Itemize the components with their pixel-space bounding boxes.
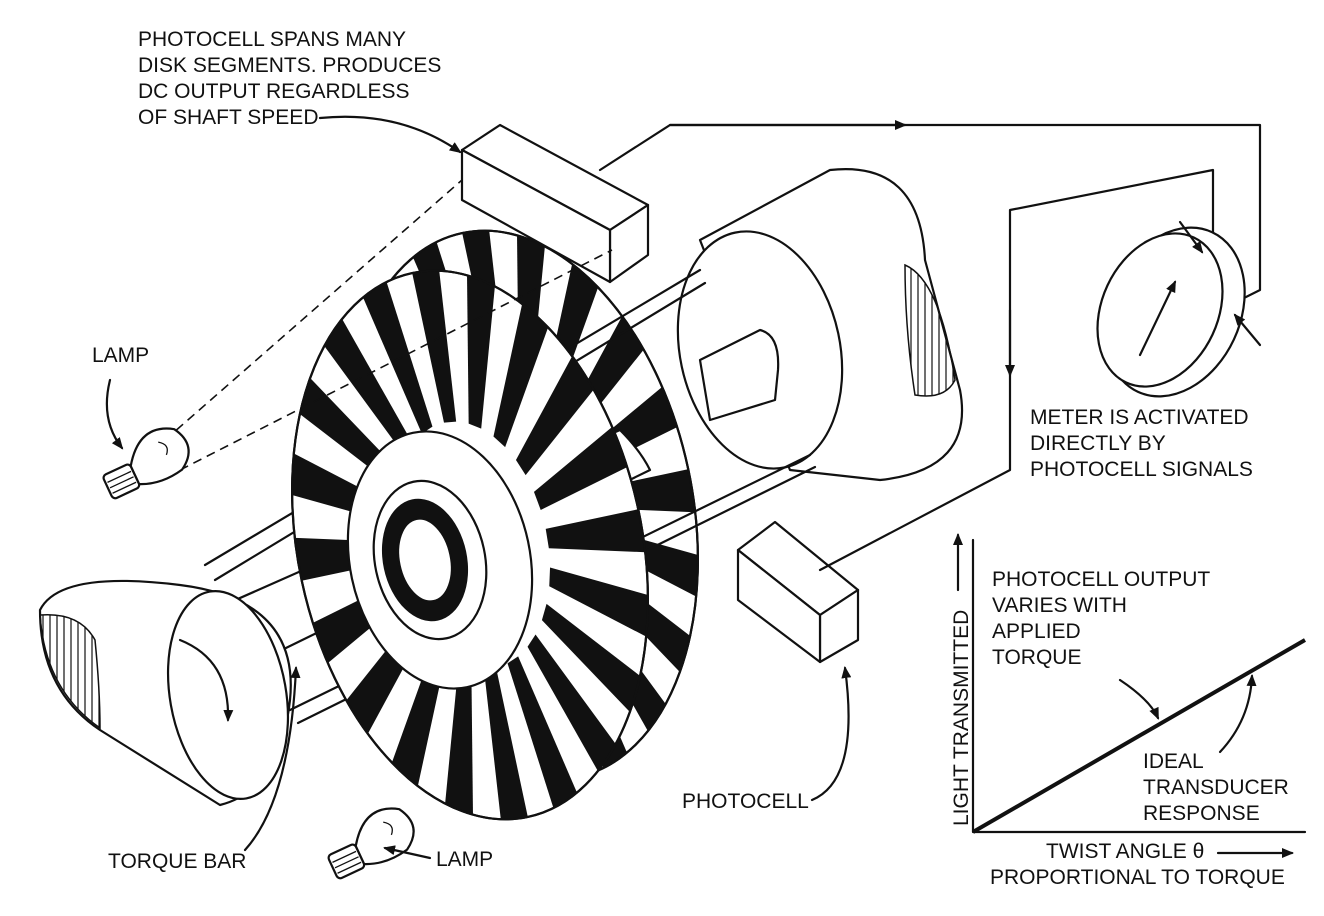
label-graph-note: PHOTOCELL OUTPUT VARIES WITH APPLIED TOR… bbox=[992, 568, 1210, 669]
front-disk-segment bbox=[533, 421, 635, 510]
rotation-arrow bbox=[178, 638, 234, 722]
svg-text:TORQUE: TORQUE bbox=[992, 646, 1081, 669]
svg-text:TRANSDUCER: TRANSDUCER bbox=[1143, 776, 1289, 799]
left-cylinder-housing bbox=[38, 579, 292, 807]
front-disk-segment bbox=[493, 291, 552, 448]
meter bbox=[1096, 220, 1262, 398]
ideal-response-leader bbox=[1218, 674, 1257, 754]
svg-text:PHOTOCELL OUTPUT: PHOTOCELL OUTPUT bbox=[992, 568, 1210, 591]
front-slotted-disk bbox=[283, 257, 657, 833]
label-meter-note: METER IS ACTIVATED DIRECTLY BY PHOTOCELL… bbox=[1030, 406, 1253, 481]
label-photocell: PHOTOCELL bbox=[682, 790, 809, 813]
svg-text:PHOTOCELL SPANS MANY: PHOTOCELL SPANS MANY bbox=[138, 28, 406, 51]
svg-text:DIRECTLY BY: DIRECTLY BY bbox=[1030, 432, 1166, 455]
light-path-lower bbox=[179, 249, 613, 471]
svg-text:PHOTOCELL SIGNALS: PHOTOCELL SIGNALS bbox=[1030, 458, 1253, 481]
svg-text:DC OUTPUT REGARDLESS: DC OUTPUT REGARDLESS bbox=[138, 80, 410, 103]
lamp-bottom bbox=[327, 807, 415, 880]
front-disk-segment bbox=[507, 656, 583, 822]
x-axis-label-line2: PROPORTIONAL TO TORQUE bbox=[990, 866, 1285, 889]
front-disk-segment bbox=[291, 369, 399, 487]
front-disk-segment bbox=[545, 507, 654, 553]
label-lamp-top: LAMP bbox=[92, 344, 149, 367]
svg-text:METER IS ACTIVATED: METER IS ACTIVATED bbox=[1030, 406, 1249, 429]
svg-text:IDEAL: IDEAL bbox=[1143, 750, 1204, 773]
response-graph bbox=[953, 533, 1307, 858]
front-disk-segment bbox=[443, 661, 474, 829]
svg-text:VARIES WITH: VARIES WITH bbox=[992, 594, 1127, 617]
lamp-bottom-leader bbox=[383, 845, 432, 860]
front-disk-segment bbox=[549, 567, 657, 642]
right-cylinder-housing bbox=[676, 168, 964, 482]
right-cylinder-cut-face bbox=[904, 263, 956, 397]
lamp-top bbox=[102, 427, 190, 500]
front-disk-segment bbox=[357, 268, 433, 434]
front-disk-segment bbox=[515, 346, 600, 476]
left-cylinder-cut-face bbox=[39, 613, 101, 730]
meter-needle bbox=[1138, 280, 1177, 357]
svg-text:APPLIED: APPLIED bbox=[992, 620, 1081, 643]
top-photocell bbox=[460, 123, 650, 284]
front-disk-segment bbox=[527, 634, 623, 783]
graph-note-leader bbox=[1118, 678, 1160, 720]
front-disk-segment bbox=[409, 257, 457, 423]
front-disk-segment bbox=[541, 603, 649, 721]
y-axis-label: LIGHT TRANSMITTED bbox=[950, 610, 973, 826]
bottom-photocell bbox=[736, 520, 860, 664]
label-torque-bar: TORQUE BAR bbox=[108, 850, 246, 873]
svg-text:RESPONSE: RESPONSE bbox=[1143, 802, 1260, 825]
label-lamp-bottom: LAMP bbox=[436, 848, 493, 871]
x-axis-label-line1: TWIST ANGLE θ bbox=[1046, 840, 1204, 863]
front-disk-segment bbox=[483, 667, 531, 833]
torque-bar-leader bbox=[243, 666, 301, 852]
light-path-upper bbox=[164, 179, 463, 441]
front-disk-segment bbox=[466, 261, 497, 429]
front-disk-segment bbox=[317, 307, 413, 456]
photocell-spans-leader bbox=[318, 115, 462, 154]
ideal-response-line bbox=[971, 638, 1307, 834]
label-photocell-spans: PHOTOCELL SPANS MANY DISK SEGMENTS. PROD… bbox=[138, 28, 441, 129]
lamp-top-leader bbox=[105, 378, 124, 450]
photocell-leader bbox=[810, 666, 852, 802]
label-ideal-response: IDEAL TRANSDUCER RESPONSE bbox=[1143, 750, 1289, 825]
svg-text:DISK SEGMENTS. PRODUCES: DISK SEGMENTS. PRODUCES bbox=[138, 54, 441, 77]
svg-text:OF SHAFT SPEED: OF SHAFT SPEED bbox=[138, 106, 318, 129]
